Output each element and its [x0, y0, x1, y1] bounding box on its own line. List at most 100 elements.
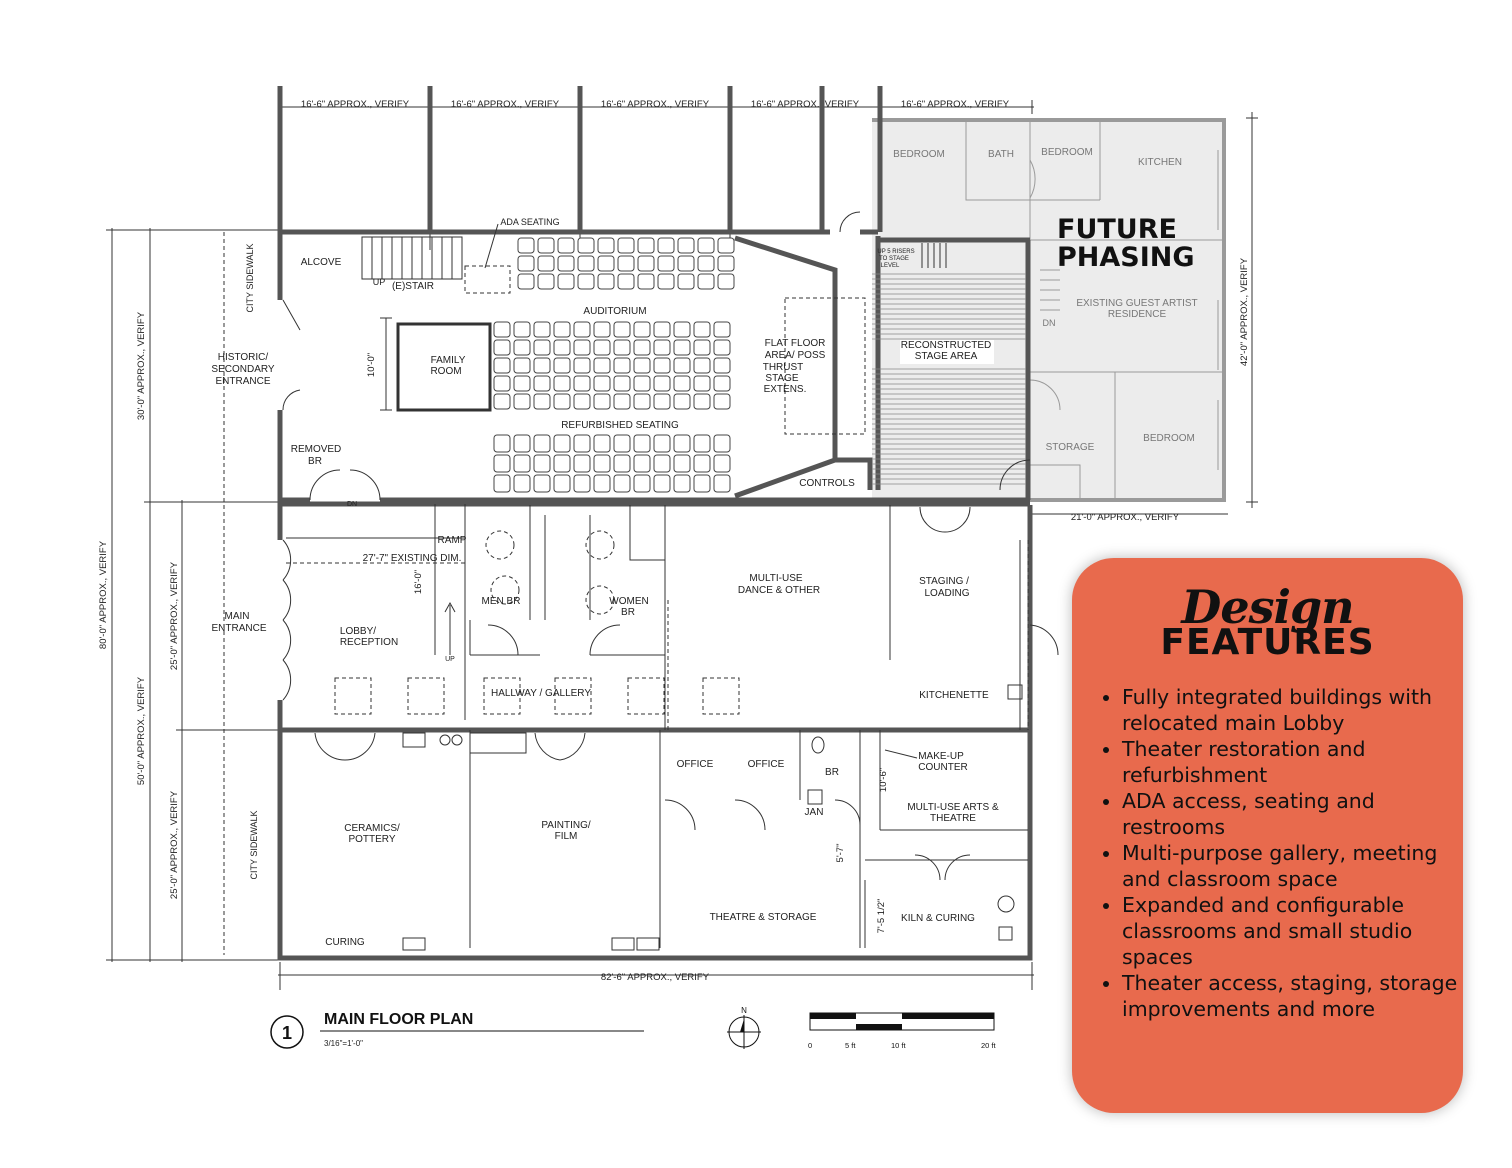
seat: [533, 321, 551, 338]
label-risers-3: LEVEL: [881, 263, 900, 269]
seat: [633, 339, 651, 356]
label-risers-1: UP 5 RISERS: [877, 249, 914, 255]
seat: [657, 255, 675, 272]
title-number: 1: [282, 1023, 292, 1043]
feature-item: Multi-purpose gallery, meeting and class…: [1122, 840, 1467, 892]
room-bedroom-2: BEDROOM: [1041, 147, 1093, 158]
feature-item: Fully integrated buildings with relocate…: [1122, 684, 1467, 736]
label-women-br-2: BR: [621, 607, 635, 618]
seat: [633, 393, 651, 410]
design-features-heading: FEATURES: [1160, 622, 1375, 663]
seat: [493, 454, 511, 473]
left-dimensions: 80'-0" APPROX., VERIFY 30'-0" APPROX., V…: [98, 228, 282, 962]
dim-bottom: 82'-6" APPROX., VERIFY: [601, 972, 710, 983]
seat: [633, 357, 651, 374]
label-city-sidewalk-bottom: CITY SIDEWALK: [249, 810, 259, 879]
label-men-br: MEN BR: [482, 596, 521, 607]
title-main-floor-plan: MAIN FLOOR PLAN: [324, 1011, 473, 1028]
seat: [673, 434, 691, 453]
seat: [593, 339, 611, 356]
seat: [577, 255, 595, 272]
seat: [513, 393, 531, 410]
scale-bar: 0 5 ft 10 ft 20 ft: [808, 1012, 997, 1050]
scale-20: 20 ft: [981, 1041, 997, 1050]
label-stair: (E)STAIR: [392, 281, 434, 292]
label-lobby-1: LOBBY/: [340, 626, 376, 637]
seat: [637, 237, 655, 254]
seat: [517, 255, 535, 272]
seat: [617, 255, 635, 272]
dim-left-25a: 25'-0" APPROX., VERIFY: [169, 561, 180, 670]
label-removed-br-1: REMOVED: [291, 444, 342, 455]
seat: [677, 237, 695, 254]
seat: [653, 434, 671, 453]
seat: [573, 375, 591, 392]
design-features-card: Design FEATURES Fully integrated buildin…: [1072, 558, 1463, 1113]
label-kitchenette: KITCHENETTE: [919, 690, 989, 701]
seat: [553, 375, 571, 392]
stage-hatch: [872, 273, 1026, 485]
seat: [553, 339, 571, 356]
seat: [593, 393, 611, 410]
future-phasing-line2: PHASING: [1057, 242, 1195, 273]
seat: [577, 273, 595, 290]
seat: [617, 237, 635, 254]
dim-family-room: 10'-0": [366, 353, 377, 377]
room-guest-residence-2: RESIDENCE: [1108, 309, 1167, 320]
seat: [637, 273, 655, 290]
seat: [513, 321, 531, 338]
label-flat-floor-3: THRUST: [763, 362, 804, 373]
seat: [693, 357, 711, 374]
seat: [613, 357, 631, 374]
label-br: BR: [825, 767, 839, 778]
north-arrow-icon: N: [727, 1006, 761, 1049]
future-phasing-line1: FUTURE: [1057, 214, 1177, 245]
seat: [593, 375, 611, 392]
seat: [693, 454, 711, 473]
seat: [677, 273, 695, 290]
label-stage-1: RECONSTRUCTED: [901, 340, 992, 351]
dim-7-5: 7'-5 1/2": [876, 899, 887, 934]
label-lobby-2: RECEPTION: [340, 637, 398, 648]
label-office-2: OFFICE: [748, 759, 785, 770]
seat: [613, 474, 631, 493]
seat: [533, 454, 551, 473]
future-phasing-zone: BEDROOM BATH BEDROOM KITCHEN EXISTING GU…: [872, 118, 1226, 502]
seat: [713, 474, 731, 493]
seat: [513, 434, 531, 453]
feature-item: Theater restoration and refurbishment: [1122, 736, 1467, 788]
dim-top-5: 16'-6" APPROX., VERIFY: [901, 99, 1010, 110]
seat: [633, 321, 651, 338]
label-ceramics-1: CERAMICS/: [344, 823, 400, 834]
dim-top-2: 16'-6" APPROX., VERIFY: [451, 99, 560, 110]
seat: [593, 474, 611, 493]
seat: [557, 273, 575, 290]
seat: [533, 474, 551, 493]
seat: [513, 357, 531, 374]
label-kiln: KILN & CURING: [901, 913, 975, 924]
feature-item: Theater access, staging, storage improve…: [1122, 970, 1467, 1022]
seat: [493, 393, 511, 410]
right-dimensions: 42'-0" APPROX., VERIFY 21'-0" APPROX., V…: [1028, 112, 1258, 523]
seat: [553, 321, 571, 338]
bottom-dimension: 82'-6" APPROX., VERIFY: [278, 962, 1034, 990]
seat: [593, 434, 611, 453]
seat: [693, 474, 711, 493]
label-family-room-2: ROOM: [430, 366, 461, 377]
seat: [653, 393, 671, 410]
seat: [593, 321, 611, 338]
seat: [533, 434, 551, 453]
seat: [613, 434, 631, 453]
seat: [533, 393, 551, 410]
seat: [493, 474, 511, 493]
seat: [617, 273, 635, 290]
label-dn: DN: [347, 501, 357, 508]
seat: [593, 454, 611, 473]
seat: [573, 474, 591, 493]
seat: [533, 357, 551, 374]
seat: [653, 357, 671, 374]
seat: [653, 375, 671, 392]
scale-0: 0: [808, 1041, 812, 1050]
seat: [633, 375, 651, 392]
dim-left-25b: 25'-0" APPROX., VERIFY: [169, 790, 180, 899]
